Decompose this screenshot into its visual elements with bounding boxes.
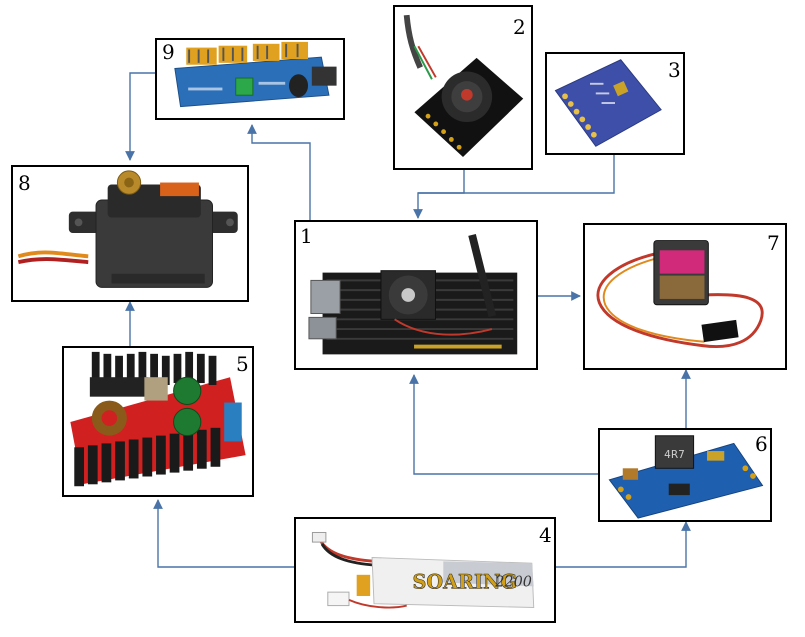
component-number-2: 2	[513, 15, 526, 39]
box-component-8: 8	[11, 165, 249, 302]
arrow-3-to-1	[418, 155, 615, 194]
box-component-1: 1	[294, 220, 538, 370]
micro-servo-image	[596, 240, 764, 348]
box-component-5: 5	[62, 346, 254, 497]
inductor-marking: 4R7	[664, 449, 685, 461]
battery-brand: SOARING	[412, 570, 517, 593]
buck-converter-image: 4R7	[608, 435, 764, 519]
arrow-6-to-1	[409, 374, 598, 475]
arrow-2-to-1	[413, 170, 465, 219]
battery-capacity: 2200	[494, 574, 532, 590]
arrow-1-to-9	[247, 124, 311, 220]
component-number-7: 7	[767, 231, 780, 255]
lipo-battery-image: SOARING 2200	[311, 531, 535, 609]
component-number-6: 6	[755, 432, 768, 456]
pwm-driver-board-image	[174, 41, 337, 108]
component-number-9: 9	[162, 40, 175, 64]
box-component-2: 2	[393, 5, 533, 170]
servo-motor-image	[17, 170, 238, 288]
component-number-3: 3	[668, 58, 681, 82]
boost-converter-image	[70, 351, 246, 487]
box-component-6: 4R7 6	[598, 428, 772, 522]
box-component-9: 9	[155, 38, 345, 120]
arrow-4-to-5	[153, 499, 294, 568]
box-component-4: SOARING 2200 4	[294, 517, 556, 623]
component-number-1: 1	[300, 224, 313, 248]
component-number-8: 8	[18, 171, 31, 195]
arrow-4-to-6	[556, 521, 691, 568]
box-component-3: 3	[545, 52, 685, 155]
component-number-4: 4	[539, 523, 552, 547]
imu-board-image	[554, 59, 662, 147]
box-component-7: 7	[583, 223, 787, 370]
single-board-computer-image	[308, 233, 518, 355]
camera-module-image	[403, 14, 524, 157]
component-number-5: 5	[236, 352, 249, 376]
arrow-9-to-8	[125, 72, 155, 161]
